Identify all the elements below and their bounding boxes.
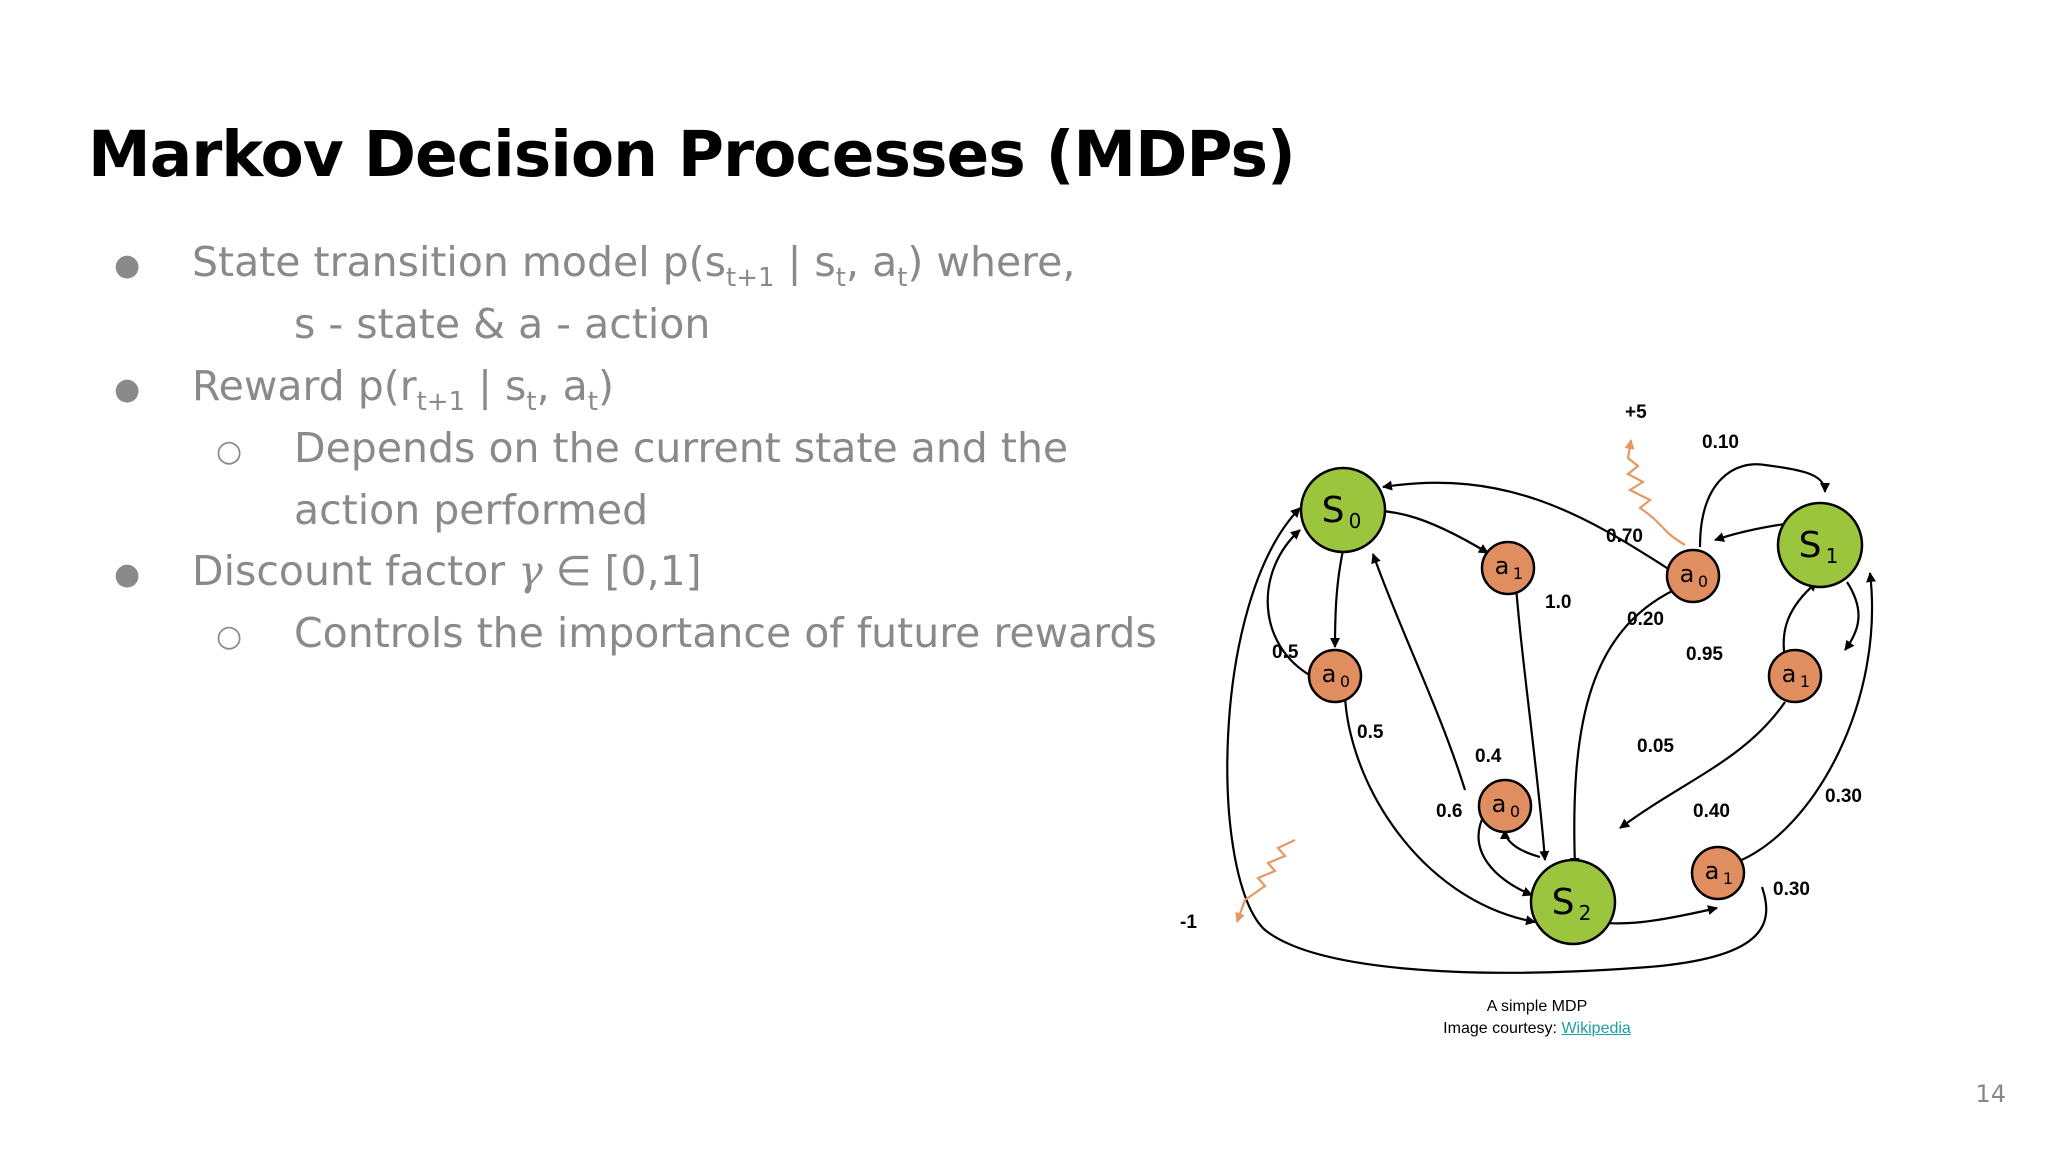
- bullet-state-transition: State transition model p(st+1 | st, at) …: [192, 238, 1076, 293]
- action-label: a: [1322, 660, 1337, 688]
- state-label: S: [1799, 525, 1822, 566]
- prob-label: 0.30: [1773, 879, 1810, 900]
- caption-courtesy: Image courtesy: Wikipedia: [1443, 1020, 1631, 1037]
- reward-squiggle-plus5: [1624, 439, 1686, 546]
- edge-s2a1-s0: [1226, 507, 1768, 974]
- edge-s1a0-s1: [1698, 463, 1830, 548]
- action-subscript: 1: [1723, 869, 1733, 888]
- prob-label: 0.6: [1436, 801, 1462, 822]
- bullet-marker: ●: [114, 372, 141, 407]
- caption-title: A simple MDP: [1486, 998, 1588, 1015]
- reward-label: +5: [1625, 402, 1647, 423]
- prob-label: 0.30: [1825, 786, 1862, 807]
- prob-label: 0.95: [1686, 644, 1723, 665]
- edge-s1a0-s0: [1382, 480, 1671, 571]
- figure-caption: A simple MDP Image courtesy: Wikipedia: [1360, 996, 1714, 1040]
- action-subscript: 1: [1800, 672, 1810, 691]
- state-label: S: [1552, 882, 1575, 923]
- edge-s2a0-s0: [1371, 553, 1467, 791]
- bullet-discount: Discount factor γ ∈ [0,1]: [192, 547, 702, 595]
- edge-s1-a1: [1844, 581, 1860, 651]
- prob-label: 0.10: [1702, 432, 1739, 453]
- edge-s1a0-s2: [1569, 583, 1686, 868]
- edge-s2a0-s2: [1477, 812, 1533, 897]
- edge-s1a1-s2: [1619, 701, 1786, 829]
- slide-title: Markov Decision Processes (MDPs): [88, 118, 1296, 191]
- action-label: a: [1495, 552, 1510, 580]
- prob-label: 0.20: [1627, 609, 1664, 630]
- action-subscript: 1: [1513, 564, 1523, 583]
- action-label: a: [1680, 560, 1695, 588]
- state-subscript: 0: [1349, 509, 1362, 533]
- prob-label: 0.5: [1357, 722, 1384, 743]
- prob-label: 0.70: [1606, 526, 1643, 547]
- edge-s0a1-s2: [1513, 571, 1550, 861]
- bullet-state-transition-cont: s - state & a - action: [294, 300, 711, 348]
- bullet-reward: Reward p(rt+1 | st, at): [192, 362, 614, 417]
- state-subscript: 1: [1826, 544, 1839, 568]
- edge-s2a1-s1: [1736, 572, 1877, 864]
- action-subscript: 0: [1340, 672, 1350, 691]
- bullet-list: ● State transition model p(st+1 | st, at…: [0, 0, 1160, 700]
- prob-label: 0.40: [1693, 801, 1730, 822]
- sub-bullet-marker: ○: [216, 434, 243, 469]
- prob-label: 0.5: [1272, 642, 1299, 663]
- edge-s0-a0: [1330, 549, 1345, 648]
- sub-bullet-reward: Depends on the current state and the: [294, 424, 1069, 472]
- reward-squiggles: [1235, 439, 1686, 923]
- edge-labels: 0.5 0.5 1.0 0.70 0.20 0.10 0.95 0.05 0.4 0.6 0.40 0…: [1180, 402, 1862, 933]
- sub-bullet-discount: Controls the importance of future reward…: [294, 609, 1157, 657]
- reward-squiggle-minus1: [1235, 839, 1296, 923]
- gamma-symbol: γ: [518, 547, 543, 595]
- action-label: a: [1782, 660, 1797, 688]
- bullet-marker: ●: [114, 248, 141, 283]
- wikipedia-link[interactable]: Wikipedia: [1561, 1020, 1631, 1037]
- page-number: 14: [1975, 1080, 2006, 1108]
- bullet-marker: ●: [114, 557, 141, 592]
- sub-bullet-marker: ○: [216, 619, 243, 654]
- sub-bullet-reward-cont: action performed: [294, 486, 649, 534]
- state-label: S: [1322, 490, 1345, 531]
- action-subscript: 0: [1698, 572, 1708, 591]
- action-label: a: [1492, 790, 1507, 818]
- edge-s0a0-s2: [1343, 677, 1536, 926]
- action-subscript: 0: [1510, 802, 1520, 821]
- action-label: a: [1705, 857, 1720, 885]
- reward-label: -1: [1180, 912, 1197, 933]
- state-subscript: 2: [1579, 901, 1592, 925]
- edge-s0a0-s0: [1266, 529, 1314, 678]
- prob-label: 1.0: [1545, 592, 1571, 613]
- prob-label: 0.05: [1637, 736, 1674, 757]
- edge-s2-s2a0: [1500, 829, 1541, 859]
- prob-label: 0.4: [1475, 746, 1502, 767]
